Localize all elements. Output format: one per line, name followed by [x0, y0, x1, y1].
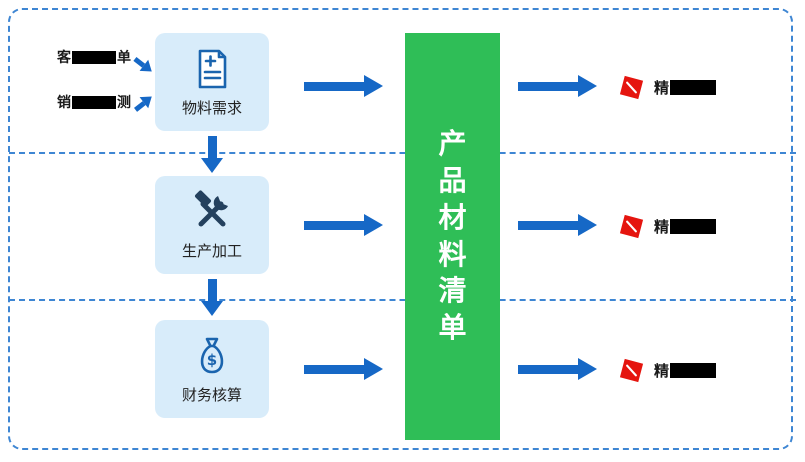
process-box-label: 物料需求 — [181, 99, 242, 117]
arrow-right-row3-right-icon — [518, 358, 597, 380]
redaction-bar — [72, 95, 116, 109]
redaction-bar — [670, 218, 717, 234]
redaction-bar — [72, 50, 116, 64]
input-label-customer-order: 客单 — [57, 49, 131, 66]
output-item-row2: 精 — [618, 211, 717, 241]
redaction-bar — [670, 362, 717, 378]
red-logo-icon — [618, 213, 645, 240]
center-column-label: 产品材料清单 — [438, 126, 467, 345]
center-column-bom: 产品材料清单 — [405, 33, 500, 440]
output-item-row1: 精 — [618, 72, 717, 102]
input-label-prefix: 客 — [57, 50, 71, 66]
svg-text:$: $ — [207, 351, 217, 369]
output-label-prefix: 精 — [654, 217, 670, 236]
red-logo-icon — [618, 357, 645, 384]
arrow-right-row1-right-icon — [518, 75, 597, 97]
arrow-down-1-icon — [201, 136, 223, 173]
redaction-bar — [670, 79, 717, 95]
input-label-prefix: 销 — [57, 95, 71, 111]
process-box-label: 财务核算 — [181, 386, 242, 404]
output-item-row3: 精 — [618, 355, 717, 385]
red-logo-icon — [618, 74, 645, 101]
process-box-label: 生产加工 — [181, 242, 242, 260]
row-separator-1 — [9, 152, 796, 154]
arrow-right-row2-right-icon — [518, 214, 597, 236]
input-label-sales-forecast: 销测 — [57, 94, 131, 111]
document-plus-icon — [189, 46, 235, 92]
tools-icon — [189, 189, 235, 235]
process-box-production: 生产加工 — [155, 176, 269, 274]
outer-dashed-border — [8, 8, 793, 450]
row-separator-2 — [9, 299, 796, 301]
process-box-material-requirements: 物料需求 — [155, 33, 269, 131]
output-label: 精 — [654, 360, 717, 381]
arrow-right-row3-left-icon — [304, 358, 383, 380]
output-label-prefix: 精 — [654, 361, 670, 380]
input-label-suffix: 测 — [117, 95, 131, 111]
process-box-finance: $ 财务核算 — [155, 320, 269, 418]
arrow-right-row1-left-icon — [304, 75, 383, 97]
money-bag-icon: $ — [189, 333, 235, 379]
output-label-prefix: 精 — [654, 78, 670, 97]
input-label-suffix: 单 — [117, 50, 131, 66]
arrow-down-2-icon — [201, 279, 223, 316]
arrow-right-row2-left-icon — [304, 214, 383, 236]
output-label: 精 — [654, 77, 717, 98]
output-label: 精 — [654, 216, 717, 237]
